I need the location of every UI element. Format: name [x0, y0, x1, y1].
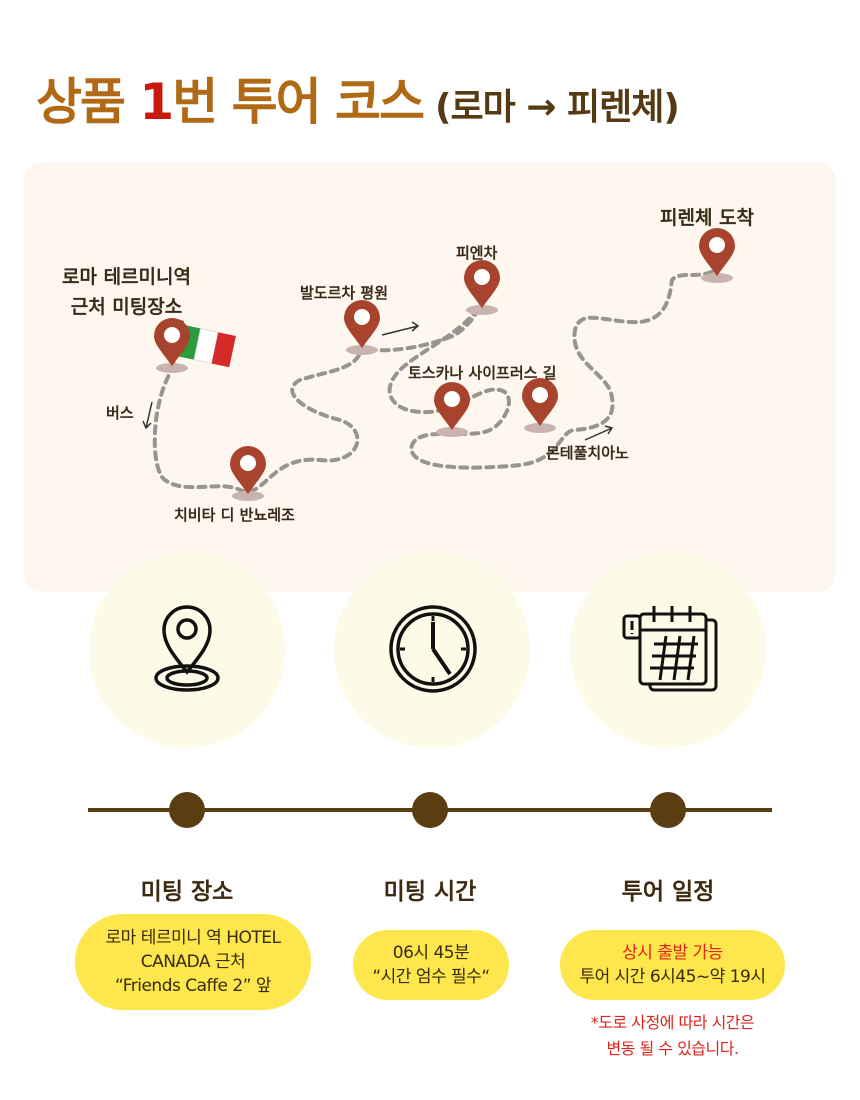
map-pin-icon	[462, 260, 502, 316]
timeline-dot	[650, 792, 686, 828]
timeline-dot	[169, 792, 205, 828]
stop-label-valdorcia: 발도르차 평원	[300, 284, 389, 302]
meeting-time-pill: 06시 45분 “시간 엄수 필수“	[353, 930, 509, 1000]
route-map	[24, 162, 836, 592]
bus-label: 버스	[106, 404, 134, 422]
location-pin-icon	[154, 605, 220, 692]
page-title: 상품 1번 투어 코스(로마 → 피렌체)	[36, 62, 680, 134]
pill-line: 투어 시간 6시45~약 19시	[579, 967, 766, 987]
pill-line: “Friends Caffe 2” 앞	[114, 976, 272, 996]
calendar-icon	[622, 606, 718, 692]
meeting-time-heading: 미팅 시간	[383, 879, 477, 905]
title-text: 상품	[36, 73, 140, 131]
stop-label-montepulciano: 몬테풀치아노	[546, 444, 629, 462]
location-circle	[89, 552, 285, 748]
stop-label-florence: 피렌체 도착	[660, 207, 755, 229]
pill-line: CANADA 근처	[140, 952, 246, 972]
map-pin-icon	[228, 446, 268, 502]
pill-line: 로마 테르미니 역 HOTEL	[105, 928, 281, 948]
map-pin-icon	[342, 300, 382, 356]
map-pin-icon	[520, 378, 560, 434]
tour-schedule-heading: 투어 일정	[621, 879, 715, 905]
meeting-place-heading: 미팅 장소	[140, 879, 234, 905]
timeline-dot	[412, 792, 448, 828]
title-number: 1	[139, 73, 174, 131]
stop-label-pienza: 피엔차	[456, 244, 498, 262]
stop-label-civita: 치비타 디 반뇨레조	[174, 506, 295, 524]
clock-icon	[389, 605, 477, 693]
map-pin-icon	[697, 228, 737, 284]
title-text-2: 번 투어 코스	[172, 73, 425, 131]
pill-highlight: 상시 출발 가능	[622, 943, 723, 963]
stop-label-cypress: 토스카나 사이프러스 길	[408, 364, 557, 382]
pill-line: 06시 45분	[392, 943, 470, 963]
map-pin-icon	[152, 318, 192, 374]
meeting-place-pill: 로마 테르미니 역 HOTEL CANADA 근처 “Friends Caffe 2…	[75, 914, 311, 1010]
pill-line: “시간 엄수 필수“	[372, 967, 490, 987]
title-route: (로마 → 피렌체)	[435, 87, 680, 128]
map-pin-icon	[432, 382, 472, 438]
